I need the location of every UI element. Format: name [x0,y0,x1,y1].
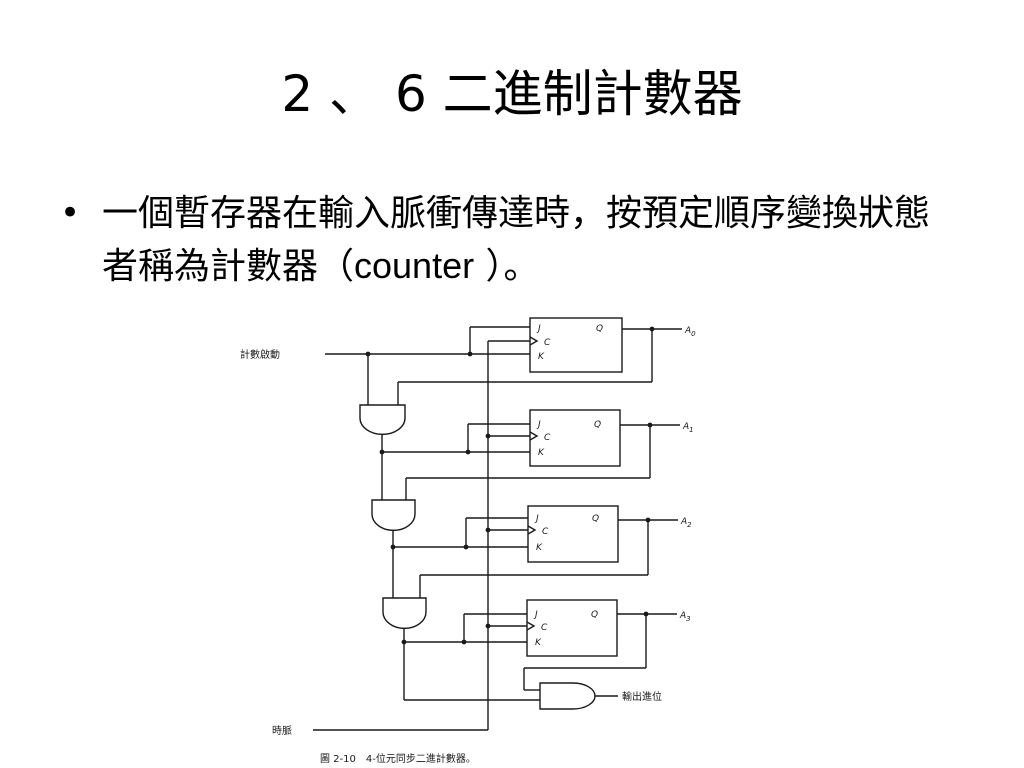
output-a0-label: A0 [684,326,696,338]
ff2-k-label: K [536,543,543,553]
output-a3-label: A3 [679,611,691,623]
ff0-c-label: C [544,338,551,348]
and-gate-1 [359,404,406,436]
clock-marker-2 [527,525,537,535]
flip-flop-3 [526,599,618,657]
carry-output-label: 輸出進位 [622,690,662,703]
ff0-k-label: K [538,352,545,362]
ff3-q-label: Q [591,610,598,620]
clock-marker-1 [529,431,539,441]
ff0-q-label: Q [596,324,603,334]
ff0-j-label: J [536,324,541,334]
ff2-q-label: Q [592,514,599,524]
and-gate-3 [382,597,427,630]
ff3-c-label: C [541,623,548,633]
bullet-marker: • [60,193,81,233]
slide-title: 2 、 6 二進制計數器 [281,65,743,123]
clock-marker-3 [526,621,536,631]
ff1-q-label: Q [594,420,601,430]
flip-flop-1 [529,409,621,467]
ff1-k-label: K [538,448,545,458]
bullet-text: 一個暫存器在輸入脈衝傳達時，按預定順序變換狀態者稱為計數器（counter ）。 [102,188,932,293]
bullet-text-part2: ）。 [474,246,540,287]
and-gate-carry [539,682,596,710]
and-gate-2 [371,499,416,532]
clock-label: 時脈 [272,724,292,737]
figure-caption: 圖 2-10 4-位元同步二進計數器。 [320,752,476,765]
ff3-j-label: J [533,610,538,620]
ff2-c-label: C [542,527,549,537]
bullet-text-part1: 一個暫存器在輸入脈衝傳達時，按預定順序變換狀態者稱為計數器（ [102,193,931,287]
counter-circuit-diagram: J C K Q J C K Q J C K Q J C K Q A0 A1 A2… [240,317,696,765]
bullet-text-counter: counter [354,245,475,286]
ff2-j-label: J [534,514,539,524]
ff3-k-label: K [535,638,542,648]
output-a2-label: A2 [680,517,692,529]
count-enable-label: 計數啟動 [240,348,280,361]
clock-marker-0 [529,336,539,346]
ff1-j-label: J [536,420,541,430]
output-a1-label: A1 [682,422,694,434]
ff1-c-label: C [544,433,551,443]
